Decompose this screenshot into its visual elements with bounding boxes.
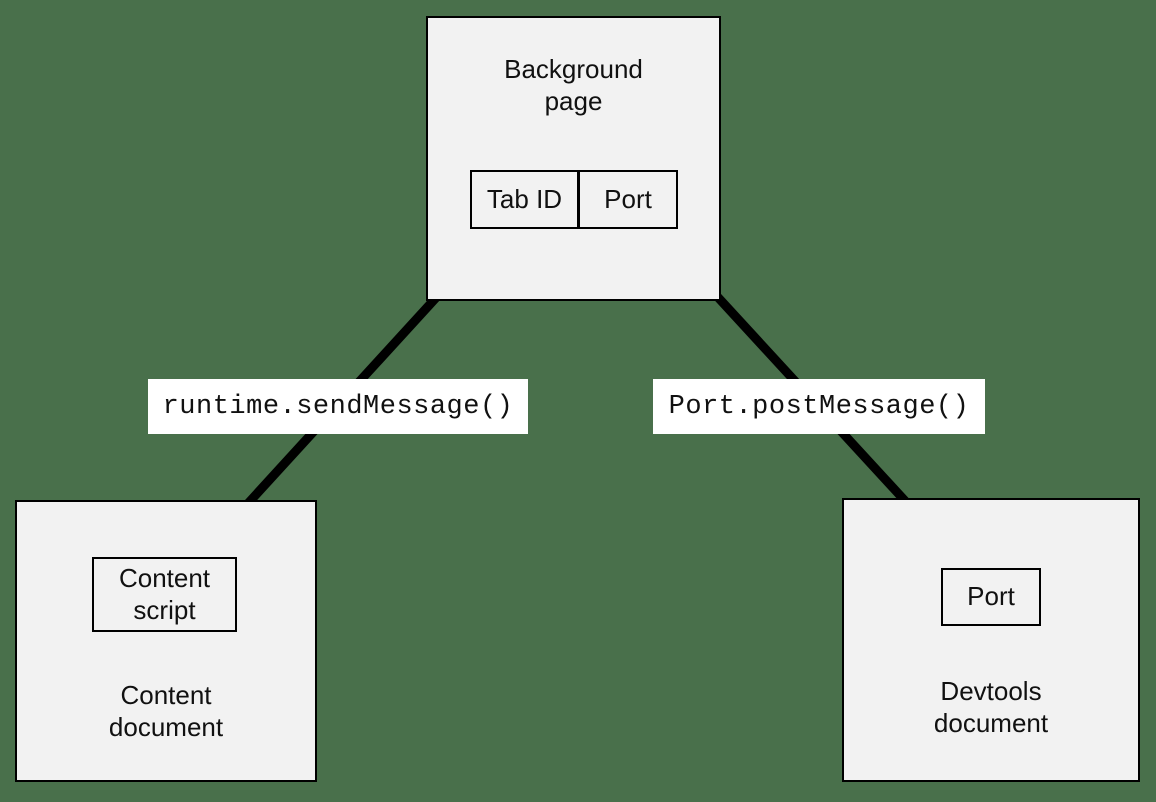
edge-label-port-post-message: Port.postMessage(): [653, 379, 985, 434]
content-script-box: Content script: [92, 557, 237, 632]
background-page-box: [426, 16, 721, 301]
devtools-document-label: Devtools document: [933, 676, 1049, 738]
devtools-port-label: Port: [967, 581, 1015, 612]
devtools-document-box: [842, 498, 1140, 782]
tab-id-cell: Tab ID: [470, 170, 579, 229]
content-script-label: Content script: [118, 562, 211, 625]
port-cell: Port: [578, 170, 678, 229]
port-cell-label: Port: [604, 183, 652, 214]
content-document-label: Content document: [108, 680, 224, 742]
edge-label-runtime-send-message: runtime.sendMessage(): [148, 379, 528, 434]
content-document-box: [15, 500, 317, 782]
background-page-label: Background page: [504, 54, 643, 116]
devtools-port-box: Port: [941, 568, 1041, 626]
tab-id-cell-label: Tab ID: [486, 183, 563, 214]
